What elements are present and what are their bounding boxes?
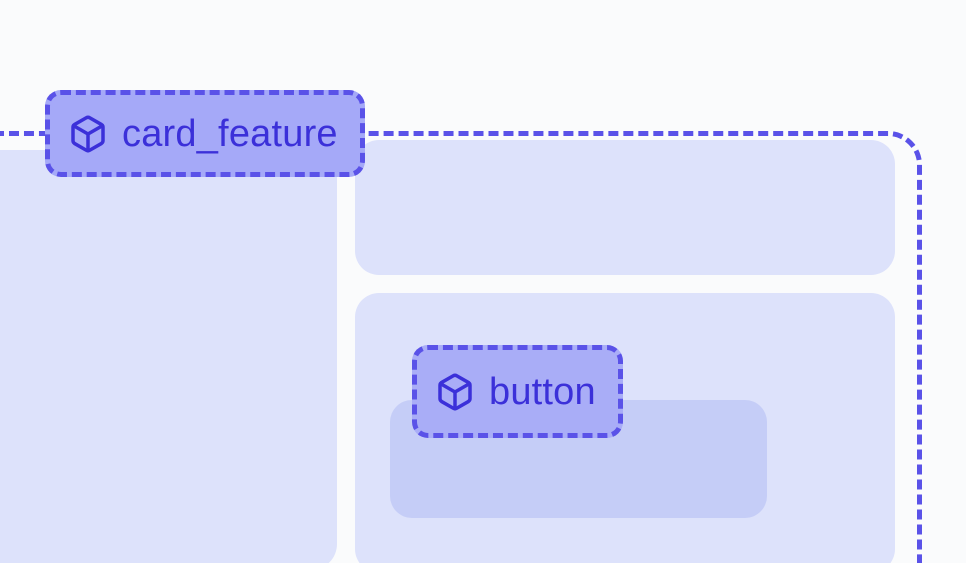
component-badge-card-feature[interactable]: card_feature [45,90,365,177]
component-badge-button[interactable]: button [412,345,623,438]
wireframe-panel-header[interactable] [355,140,895,275]
wireframe-panel-sidebar[interactable] [0,150,337,563]
cube-icon [435,372,475,412]
component-badge-label: card_feature [122,112,338,155]
component-badge-label: button [489,370,596,413]
cube-icon [68,114,108,154]
